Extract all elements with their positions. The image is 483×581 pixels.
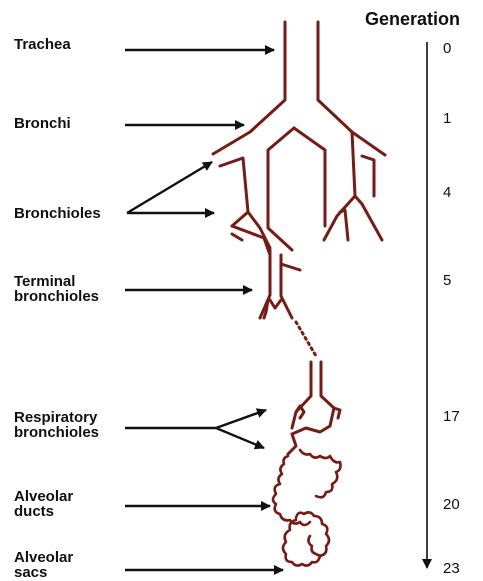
arrow-respiratory-b xyxy=(216,428,264,448)
alveolar-sacs-shape-b xyxy=(308,536,326,556)
label-respiratory-bronchioles: Respiratory bronchioles xyxy=(14,410,99,440)
label-bronchioles: Bronchioles xyxy=(14,206,101,221)
generation-value: 4 xyxy=(443,184,451,201)
continuation-dots xyxy=(296,322,316,356)
bronchiole-left-d xyxy=(232,234,242,240)
generation-value: 5 xyxy=(443,272,451,289)
respiratory-bronchiole-shape-c xyxy=(296,406,304,418)
bronchi-shape xyxy=(268,128,294,250)
bronchiole-right-a xyxy=(324,132,355,240)
generation-value: 1 xyxy=(443,110,451,127)
generation-value: 17 xyxy=(443,408,460,425)
respiratory-bronchiole-shape-e xyxy=(334,408,340,418)
airway-tree xyxy=(213,22,385,566)
label-alveolar-sacs: Alveolar sacs xyxy=(14,550,73,580)
bronchiole-right-d xyxy=(362,156,374,196)
terminal-bronchiole-shape-d xyxy=(281,264,300,270)
bronchiole-right-c xyxy=(340,210,348,240)
generation-value: 0 xyxy=(443,40,451,57)
respiratory-bronchiole-shape-d xyxy=(288,426,330,454)
respiratory-bronchiole-shape-b xyxy=(321,362,334,426)
bronchi-shape-inner xyxy=(294,128,325,226)
bronchiole-left-c xyxy=(232,226,270,255)
label-trachea: Trachea xyxy=(14,37,71,52)
bronchiole-left-a xyxy=(220,158,248,226)
alveolar-ducts-shape-b xyxy=(300,450,341,497)
arrow-respiratory-a xyxy=(216,410,266,428)
generation-value: 20 xyxy=(443,496,460,513)
label-bronchi: Bronchi xyxy=(14,116,71,131)
bronchiole-right-b xyxy=(355,196,382,240)
label-terminal-bronchioles: Terminal bronchioles xyxy=(14,274,99,304)
label-alveolar-ducts: Alveolar ducts xyxy=(14,489,73,519)
terminal-bronchiole-shape-c xyxy=(270,300,281,308)
label-arrows xyxy=(125,50,283,570)
generation-heading: Generation xyxy=(365,9,460,30)
generation-value: 23 xyxy=(443,560,460,577)
terminal-bronchiole-shape xyxy=(260,250,270,318)
arrow-bronchioles-a xyxy=(127,162,212,213)
trachea-shape xyxy=(213,22,285,154)
